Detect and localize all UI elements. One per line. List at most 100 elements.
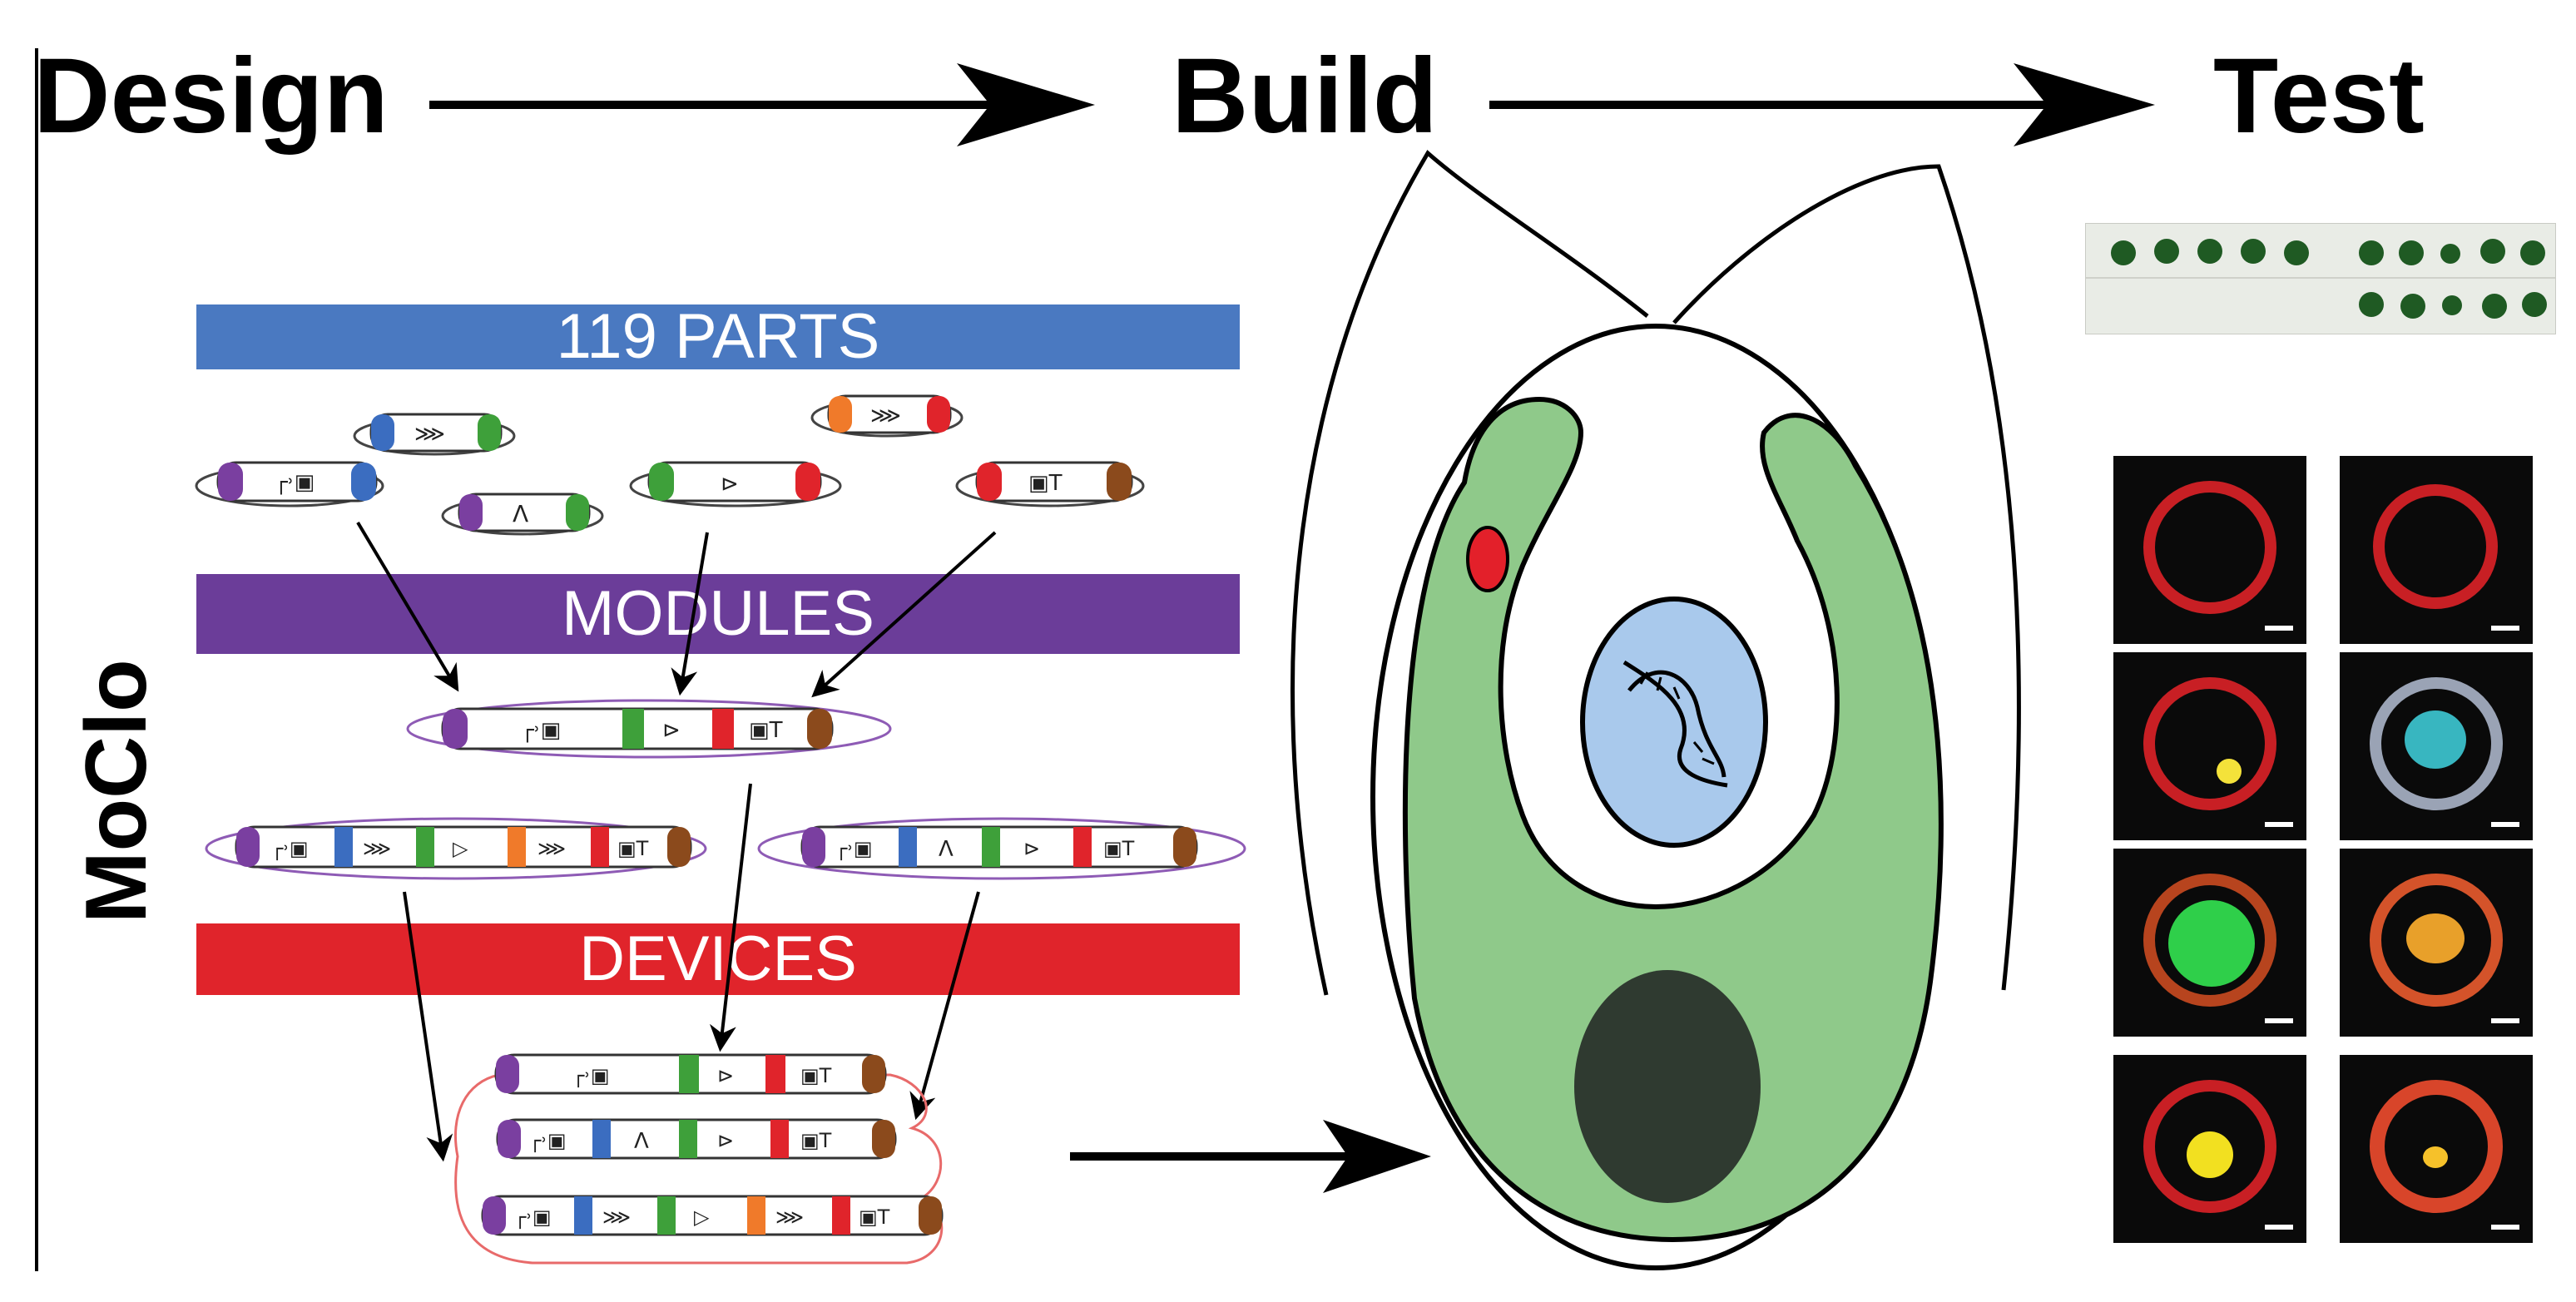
scale-bar xyxy=(2265,822,2293,827)
parts-band-label: 119 PARTS xyxy=(556,301,880,372)
svg-text:▣T: ▣T xyxy=(1028,471,1063,496)
svg-text:▷: ▷ xyxy=(453,837,468,860)
micrograph xyxy=(2113,1055,2306,1243)
colony xyxy=(2522,292,2547,317)
fluorescent-signal xyxy=(2423,1146,2448,1168)
svg-text:⋙: ⋙ xyxy=(537,837,566,860)
svg-text:⋙: ⋙ xyxy=(870,403,901,428)
micrograph xyxy=(2340,456,2533,644)
scale-bar xyxy=(2491,1225,2519,1230)
flagellum-right xyxy=(1672,164,2021,991)
svg-text:┌˒▣: ┌˒▣ xyxy=(275,470,315,495)
svg-text:▣T: ▣T xyxy=(800,1129,832,1152)
phase-design-label: Design xyxy=(33,37,389,156)
micrograph xyxy=(2340,849,2533,1037)
part-plasmid: ┌˒▣ xyxy=(195,461,384,507)
colony xyxy=(2197,239,2222,264)
scale-bar xyxy=(2265,1225,2293,1230)
part-plasmid: ⋙ xyxy=(353,413,516,456)
svg-text:▣T: ▣T xyxy=(800,1064,832,1087)
svg-text:⋙: ⋙ xyxy=(775,1205,804,1229)
devices-to-cell-arrow xyxy=(1070,1120,1431,1193)
svg-text:┌˒▣: ┌˒▣ xyxy=(271,837,309,861)
chloroplast xyxy=(1402,396,1944,1243)
module-plasmid: ┌˒▣ ⋙ ▷ ⋙ ▣T xyxy=(205,817,707,880)
svg-text:▣T: ▣T xyxy=(1103,837,1135,860)
left-border-line xyxy=(35,48,38,1271)
colony xyxy=(2482,294,2507,319)
plate-divider xyxy=(2086,277,2555,279)
chlorophyll-autofluorescence xyxy=(2143,481,2276,614)
svg-text:┌˒▣: ┌˒▣ xyxy=(529,1129,567,1153)
micrograph xyxy=(2113,652,2306,840)
colony xyxy=(2241,239,2266,264)
parts-band: 119 PARTS xyxy=(196,304,1240,369)
svg-text:┌˒▣: ┌˒▣ xyxy=(514,1205,552,1230)
module-plasmid: ┌˒▣ Λ ⊳ ▣T xyxy=(757,817,1246,880)
algal-cell xyxy=(1290,150,2021,1270)
colony xyxy=(2154,239,2179,264)
svg-text:Λ: Λ xyxy=(513,500,528,527)
fluorescent-signal xyxy=(2187,1131,2233,1178)
fluorescent-signal xyxy=(2405,710,2466,769)
design-to-build-arrow xyxy=(429,63,1095,146)
svg-text:▣T: ▣T xyxy=(617,837,649,860)
module-plasmid: ┌˒▣ ⊳ ▣T xyxy=(406,699,892,759)
svg-text:▣T: ▣T xyxy=(749,718,783,743)
svg-text:▷: ▷ xyxy=(694,1205,710,1229)
svg-text:⊳: ⊳ xyxy=(662,718,681,743)
dna-helix-icon xyxy=(1622,660,1728,788)
fluorescent-signal xyxy=(2217,759,2242,784)
colony xyxy=(2480,239,2505,264)
chlorophyll-autofluorescence xyxy=(2143,677,2276,810)
svg-text:⋙: ⋙ xyxy=(363,837,391,860)
fluorescent-signal xyxy=(2406,913,2465,963)
svg-text:▣T: ▣T xyxy=(859,1205,890,1229)
colony xyxy=(2284,240,2309,265)
colony xyxy=(2399,240,2424,265)
colony xyxy=(2359,240,2384,265)
scale-bar xyxy=(2491,1018,2519,1023)
scale-bar xyxy=(2491,822,2519,827)
svg-text:⋙: ⋙ xyxy=(414,422,445,447)
svg-text:Λ: Λ xyxy=(634,1129,649,1154)
colony xyxy=(2111,240,2136,265)
nucleus xyxy=(1580,597,1768,848)
flagellum-left xyxy=(1290,150,1649,996)
device-plasmid-group: ┌˒▣ ⊳ ▣T ┌˒▣ Λ ⊳ ▣T ┌˒▣ ⋙ ▷ ⋙ ▣T xyxy=(453,1053,944,1265)
colony xyxy=(2359,292,2384,317)
scale-bar xyxy=(2491,626,2519,631)
scale-bar xyxy=(2265,626,2293,631)
eyespot xyxy=(1466,526,1509,592)
colony xyxy=(2520,240,2545,265)
micrograph xyxy=(2340,652,2533,840)
svg-text:┌˒▣: ┌˒▣ xyxy=(572,1064,610,1088)
colony xyxy=(2400,294,2425,319)
svg-text:⊳: ⊳ xyxy=(717,1064,734,1087)
modules-band-label: MODULES xyxy=(562,578,874,649)
chlorophyll-autofluorescence xyxy=(2373,484,2498,609)
fluorescent-signal xyxy=(2168,900,2255,987)
build-to-test-arrow xyxy=(1489,63,2155,146)
colony xyxy=(2442,295,2462,315)
micrograph xyxy=(2340,1055,2533,1243)
micrograph xyxy=(2113,849,2306,1037)
part-plasmid: ▣T xyxy=(955,461,1145,507)
svg-text:Λ: Λ xyxy=(939,837,954,862)
colony xyxy=(2440,244,2460,264)
phase-test-label: Test xyxy=(2213,37,2425,156)
svg-text:⊳: ⊳ xyxy=(721,472,739,497)
part-plasmid: Λ xyxy=(441,493,604,536)
modules-to-devices-arrows xyxy=(403,783,980,1162)
scale-bar xyxy=(2265,1018,2293,1023)
parts-to-module-arrows xyxy=(356,521,997,698)
svg-text:┌˒▣: ┌˒▣ xyxy=(835,837,873,861)
svg-text:⊳: ⊳ xyxy=(717,1129,734,1152)
part-plasmid: ⊳ xyxy=(629,461,842,507)
growth-plate xyxy=(2085,223,2556,334)
svg-text:┌˒▣: ┌˒▣ xyxy=(521,718,561,743)
svg-text:⊳: ⊳ xyxy=(1023,837,1040,860)
pyrenoid xyxy=(1574,970,1761,1203)
